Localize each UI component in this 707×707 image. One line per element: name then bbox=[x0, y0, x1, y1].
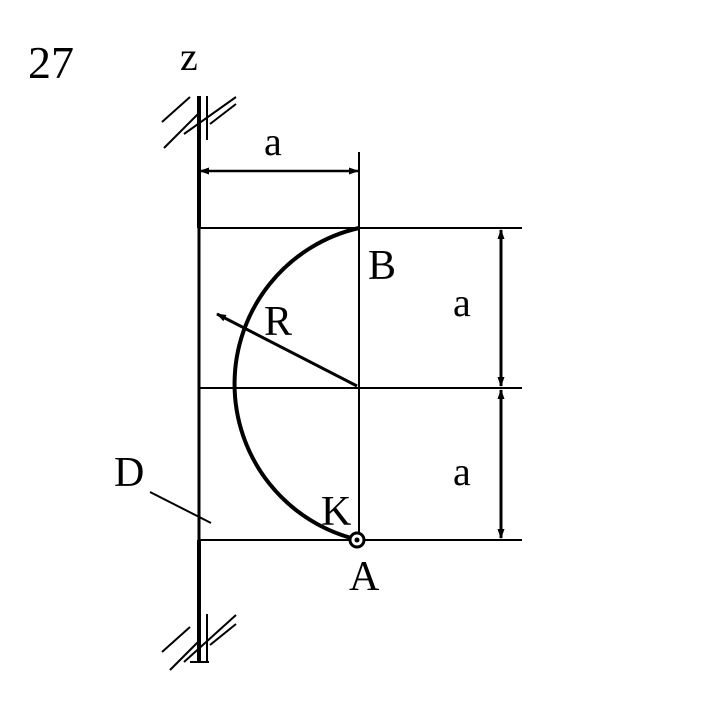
radius-arrow bbox=[216, 312, 358, 388]
point-label-b: B bbox=[368, 243, 396, 289]
dimension-label-right-lower: a bbox=[453, 449, 471, 494]
point-d-leader bbox=[149, 491, 212, 524]
point-a-dot bbox=[354, 537, 360, 543]
axis-label-z: z bbox=[180, 34, 198, 79]
point-label-d: D bbox=[114, 450, 144, 496]
problem-number: 27 bbox=[28, 37, 74, 88]
point-label-a: A bbox=[349, 554, 380, 600]
vertical-shaft bbox=[190, 96, 209, 663]
top-bearing-hatch bbox=[161, 96, 237, 149]
dimension-label-right-upper: a bbox=[453, 280, 471, 325]
radius-label: R bbox=[264, 299, 292, 345]
frame-lines bbox=[199, 152, 522, 541]
point-label-k: K bbox=[321, 489, 351, 535]
semicircle-arc bbox=[232, 226, 360, 542]
bottom-bearing-hatch bbox=[161, 614, 237, 671]
dimension-label-top: a bbox=[264, 119, 282, 164]
